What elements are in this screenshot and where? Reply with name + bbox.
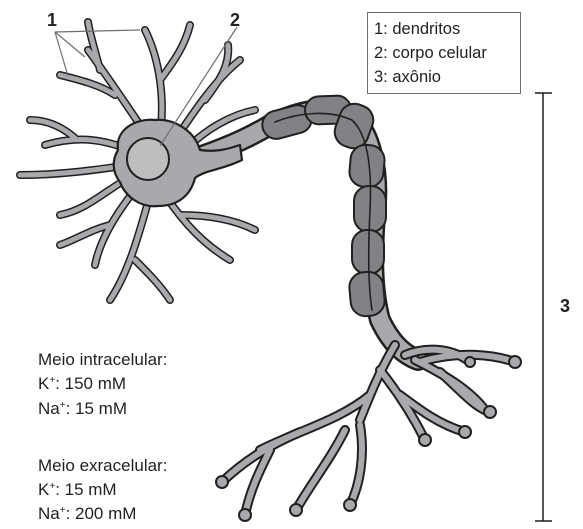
- legend-item-axon: 3: axônio: [374, 65, 520, 89]
- extracellular-sodium: Na+: 200 mM: [38, 503, 136, 524]
- extracellular-title: Meio exracelular:: [38, 455, 167, 476]
- concentration-value: : 15 mM: [66, 399, 127, 418]
- concentration-value: : 200 mM: [66, 504, 137, 523]
- cell-body-number: 2: [230, 10, 240, 30]
- axon-terminals: [216, 345, 521, 521]
- extracellular-potassium: K+: 15 mM: [38, 479, 117, 500]
- intracellular-sodium: Na+: 15 mM: [38, 398, 127, 419]
- nucleus: [127, 138, 169, 180]
- axon-number: 3: [560, 296, 570, 316]
- legend-box: 1: dendritos 2: corpo celular 3: axônio: [367, 12, 521, 94]
- ion-symbol: Na: [38, 399, 60, 418]
- concentration-value: : 150 mM: [55, 374, 126, 393]
- concentration-value: : 15 mM: [55, 480, 116, 499]
- legend-item-cell-body: 2: corpo celular: [374, 41, 520, 65]
- dendrites-number: 1: [47, 10, 57, 30]
- intracellular-potassium: K+: 150 mM: [38, 373, 126, 394]
- ion-symbol: K: [38, 374, 49, 393]
- legend-item-dendrites: 1: dendritos: [374, 17, 520, 41]
- axon: [190, 110, 418, 360]
- ion-symbol: K: [38, 480, 49, 499]
- myelin-sheath: [259, 95, 386, 317]
- ion-symbol: Na: [38, 504, 60, 523]
- axon-bracket: [535, 93, 552, 521]
- intracellular-title: Meio intracelular:: [38, 349, 167, 370]
